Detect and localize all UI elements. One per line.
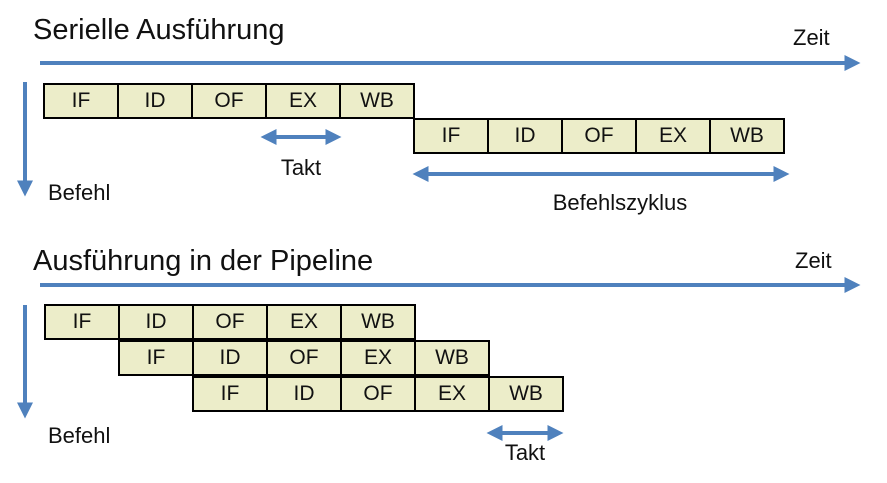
stage-cell: WB	[340, 304, 416, 340]
stage-cell: ID	[118, 304, 194, 340]
stage-cell: OF	[340, 376, 416, 412]
stage-cell: ID	[266, 376, 342, 412]
serial-clock-label: Takt	[280, 155, 322, 180]
stage-cell: EX	[414, 376, 490, 412]
stage-cell: EX	[265, 83, 341, 119]
pipeline-instruction-axis-label: Befehl	[48, 423, 111, 448]
serial-section-title: Serielle Ausführung	[33, 14, 285, 46]
stage-cell: WB	[709, 118, 785, 154]
stage-cell: WB	[414, 340, 490, 376]
pipeline-clock-label: Takt	[504, 440, 546, 465]
instruction-cycle-label: Befehlszyklus	[552, 190, 688, 215]
stage-cell: EX	[340, 340, 416, 376]
stage-cell: OF	[191, 83, 267, 119]
stage-cell: IF	[43, 83, 119, 119]
stage-cell: WB	[339, 83, 415, 119]
stage-cell: ID	[117, 83, 193, 119]
serial-instruction-axis-label: Befehl	[48, 180, 111, 205]
stage-cell: ID	[487, 118, 563, 154]
stage-cell: IF	[44, 304, 120, 340]
stage-cell: IF	[413, 118, 489, 154]
serial-time-axis-label: Zeit	[793, 25, 830, 50]
pipeline-section-title: Ausführung in der Pipeline	[33, 245, 374, 277]
stage-cell: OF	[266, 340, 342, 376]
stage-cell: EX	[266, 304, 342, 340]
stage-cell: OF	[192, 304, 268, 340]
stage-cell: OF	[561, 118, 637, 154]
stage-cell: ID	[192, 340, 268, 376]
pipeline-time-axis-label: Zeit	[795, 248, 832, 273]
stage-cell: IF	[192, 376, 268, 412]
stage-cell: IF	[118, 340, 194, 376]
stage-cell: EX	[635, 118, 711, 154]
stage-cell: WB	[488, 376, 564, 412]
